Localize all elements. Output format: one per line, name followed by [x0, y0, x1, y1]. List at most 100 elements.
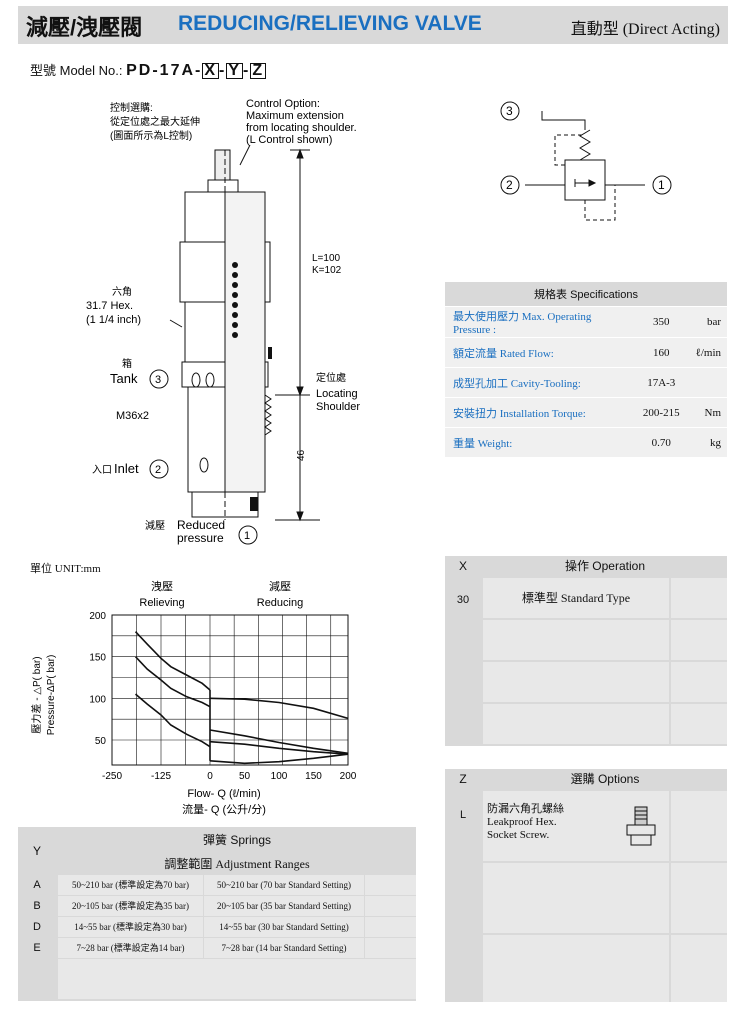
- locating-label-en-1: Locating: [316, 388, 358, 400]
- annotation-reducing-zh: 減壓: [269, 579, 291, 593]
- model-y-box: Y: [226, 62, 244, 79]
- chart-grid: [111, 614, 349, 766]
- springs-row: B 20~105 bar (標準設定為35 bar) 20~105 bar (3…: [18, 896, 416, 916]
- annotation-relieving-zh: 洩壓: [151, 579, 173, 593]
- x-tick-label: -125: [151, 771, 171, 782]
- model-z-box: Z: [250, 62, 267, 79]
- locating-label-en-2: Shoulder: [316, 401, 360, 413]
- springs-rows: A 50~210 bar (標準設定為70 bar) 50~210 bar (7…: [18, 875, 416, 999]
- title-chinese: 減壓/洩壓閥: [26, 15, 143, 40]
- springs-row: E 7~28 bar (標準設定為14 bar) 7~28 bar (14 ba…: [18, 938, 416, 958]
- inlet-port-number: 2: [155, 464, 161, 476]
- reduced-label-en-1: Reduced: [177, 518, 225, 532]
- springs-row-empty: [18, 959, 416, 999]
- options-code: L: [459, 809, 467, 821]
- thread-label: M36x2: [116, 410, 149, 422]
- title-english: REDUCING/RELIEVING VALVE: [178, 12, 482, 35]
- x-axis-label: Flow- Q (ℓ/min): [187, 788, 260, 800]
- operation-x-label: X: [458, 559, 467, 573]
- x-tick-label: 150: [305, 771, 322, 782]
- operation-description: 標準型 Standard Type: [483, 578, 669, 618]
- model-x-box: X: [202, 62, 220, 79]
- options-table: Z 選購 Options L 防漏六角孔螺絲 Leakproof Hex. So…: [445, 769, 727, 1002]
- control-option-en-4: (L Control shown): [246, 134, 332, 146]
- reduced-label-zh: 減壓: [145, 519, 165, 532]
- unit-label: 單位 UNIT:mm: [30, 563, 101, 575]
- control-option-en-1: Control Option:: [246, 98, 320, 110]
- specifications-table: 規格表 Specifications 最大使用壓力 Max. Operating…: [445, 282, 727, 458]
- control-option-en-3: from locating shoulder.: [246, 122, 357, 134]
- symbol-port-2: 2: [506, 178, 513, 192]
- options-description: 防漏六角孔螺絲 Leakproof Hex. Socket Screw.: [483, 791, 669, 861]
- series-line-1: [134, 656, 211, 708]
- hex-label-en-2: (1 1/4 inch): [86, 314, 141, 326]
- length-l: L=100: [312, 253, 341, 264]
- chart-series: [134, 631, 349, 765]
- pressure-flow-chart: 洩壓 Relieving 減壓 Reducing -250 -125 0 50 100 1…: [30, 579, 357, 816]
- series-line-6: [209, 753, 349, 765]
- x-tick-label: 0: [207, 771, 213, 782]
- socket-screw-icon: [626, 806, 656, 846]
- valve-type: 直動型 (Direct Acting): [570, 21, 720, 38]
- locating-label-zh: 定位處: [316, 371, 346, 384]
- hex-label-en-1: 31.7 Hex.: [86, 300, 133, 312]
- control-option-zh-1: 控制選購:: [110, 101, 153, 114]
- inlet-label-zh: 入口: [92, 465, 112, 476]
- series-line-4: [209, 729, 349, 755]
- operation-table: X 操作 Operation 30 標準型 Standard Type: [445, 556, 727, 746]
- model-prefix: PD-17A-: [126, 62, 203, 79]
- series-line-2: [135, 693, 211, 748]
- model-dash-1: -: [219, 62, 227, 79]
- options-z-label: Z: [459, 772, 467, 786]
- annotation-relieving-en: Relieving: [139, 597, 184, 609]
- control-option-zh-3: (圖面所示為L控制): [110, 129, 192, 142]
- operation-code: 30: [456, 594, 470, 606]
- y-axis-label-zh: 壓力差 - △P( bar): [30, 656, 43, 733]
- springs-title: 彈簧 Springs: [202, 832, 272, 847]
- x-tick-label: 100: [271, 771, 288, 782]
- valve-cross-section: 控制選購: 從定位處之最大延伸 (圖面所示為L控制) Control Optio…: [86, 98, 360, 545]
- model-number: 型號 Model No.: PD-17A-X-Y-Z: [30, 60, 267, 80]
- control-option-zh-2: 從定位處之最大延伸: [110, 115, 200, 128]
- model-dash-2: -: [243, 62, 251, 79]
- reduced-port-number: 1: [244, 530, 250, 542]
- hydraulic-symbol: 3 2 1: [500, 101, 672, 221]
- symbol-port-3: 3: [506, 104, 513, 118]
- annotation-reducing-en: Reducing: [257, 597, 303, 609]
- operation-title: 操作 Operation: [564, 559, 646, 573]
- specifications-title: 規格表 Specifications: [445, 282, 727, 307]
- options-title: 選購 Options: [570, 772, 640, 786]
- tank-label-en: Tank: [110, 371, 138, 386]
- tank-label-zh: 箱: [122, 357, 132, 370]
- x-axis-label-zh: 流量- Q (公升/分): [182, 802, 266, 816]
- x-tick-label: 50: [239, 771, 251, 782]
- y-axis-label-en: Pressure-ΔP( bar): [46, 655, 57, 736]
- x-tick-label: -250: [102, 771, 122, 782]
- springs-table: Y 彈簧 Springs 調整範圍 Adjustment Ranges A 50…: [18, 827, 416, 1001]
- length-k: K=102: [312, 265, 342, 276]
- series-line-3: [209, 697, 349, 720]
- model-label: 型號 Model No.:: [30, 63, 123, 78]
- y-tick-label: 200: [89, 611, 106, 622]
- y-tick-label: 50: [95, 736, 107, 747]
- springs-row: D 14~55 bar (標準設定為30 bar) 14~55 bar (30 …: [18, 917, 416, 937]
- series-line-0: [134, 631, 211, 691]
- springs-subtitle: 調整範圍 Adjustment Ranges: [164, 856, 310, 871]
- spec-row: 成型孔加工 Cavity-Tooling:17A-3: [445, 367, 727, 398]
- series-line-5: [209, 740, 349, 755]
- reduced-label-en-2: pressure: [177, 531, 224, 545]
- springs-row: A 50~210 bar (標準設定為70 bar) 50~210 bar (7…: [18, 875, 416, 895]
- tank-port-number: 3: [155, 374, 161, 386]
- inlet-label-en: Inlet: [114, 461, 139, 476]
- page-header: 減壓/洩壓閥 REDUCING/RELIEVING VALVE 直動型 (Dir…: [18, 6, 728, 44]
- y-tick-label: 150: [89, 653, 106, 664]
- hex-label-zh: 六角: [112, 286, 132, 298]
- control-option-en-2: Maximum extension: [246, 110, 344, 122]
- springs-y-label: Y: [32, 844, 41, 858]
- symbol-port-1: 1: [658, 178, 665, 192]
